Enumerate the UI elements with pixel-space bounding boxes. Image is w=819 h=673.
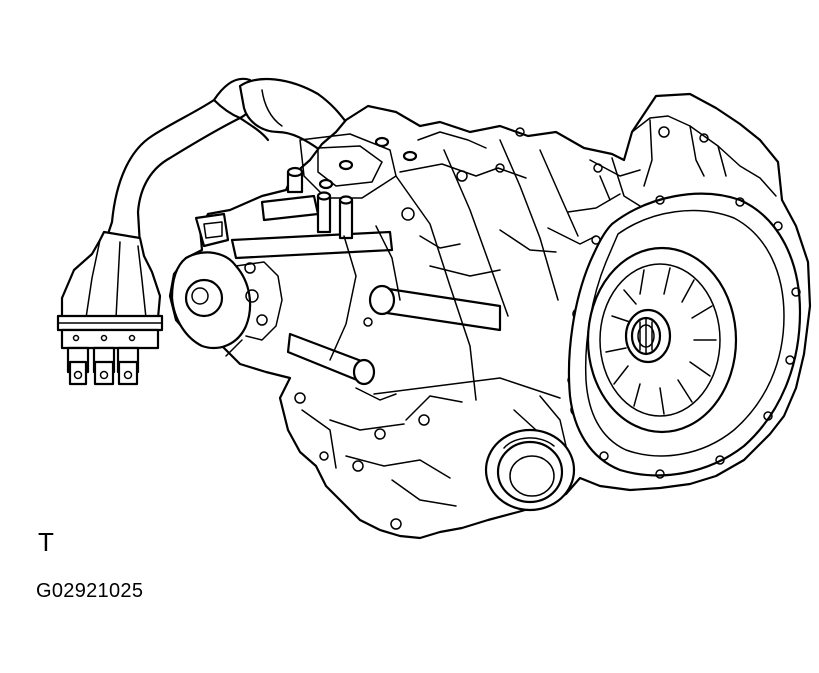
upper-right-housing: [599, 115, 777, 207]
harness-connector: [56, 230, 164, 386]
figure-id-label: G02921025: [36, 580, 144, 602]
case-ribs: [294, 127, 641, 530]
shift-shafts: [230, 194, 561, 401]
differential-side-boss: [484, 428, 576, 512]
torque-converter: [586, 246, 738, 434]
view-letter-label: T: [38, 527, 54, 557]
left-end-cover: [170, 212, 283, 357]
valve-body-studs: [286, 131, 527, 240]
